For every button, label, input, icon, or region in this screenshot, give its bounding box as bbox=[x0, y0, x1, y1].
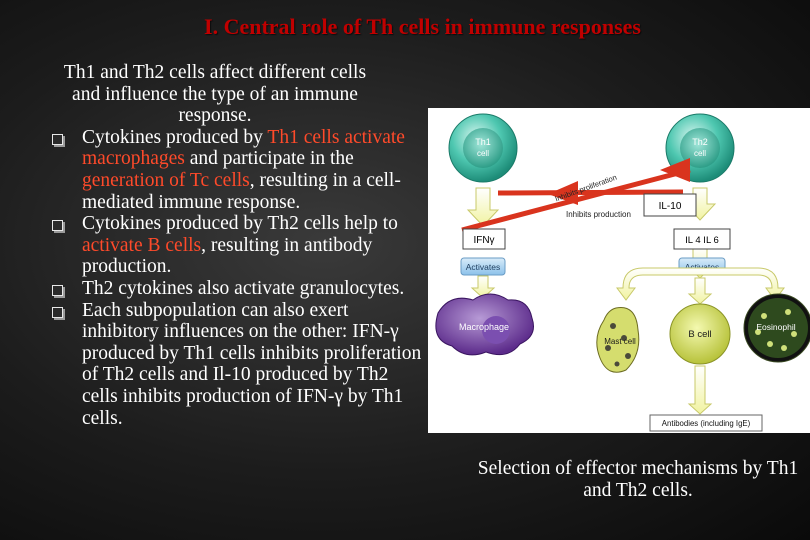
ifng-label: IFNγ bbox=[473, 235, 494, 246]
bullet-text: , resulting in antibody production. bbox=[82, 234, 373, 278]
antibodies-arrow bbox=[687, 365, 713, 415]
mast-cell-label: Mast cell bbox=[604, 337, 636, 346]
bullet-item: Cytokines produced by Th1 cells activate… bbox=[50, 127, 422, 213]
highlight-text: generation of Tc cells bbox=[82, 169, 250, 191]
bullet-item: Each subpopulation can also exert inhibi… bbox=[50, 300, 422, 430]
mast-cell-icon: Mast cell bbox=[596, 306, 640, 373]
activates-right-label: Activates bbox=[685, 262, 720, 272]
th1-label: Th1 bbox=[475, 137, 491, 147]
activates-left-label: Activates bbox=[466, 262, 501, 272]
inhibition-arrow-icon bbox=[461, 158, 691, 233]
antibodies-box bbox=[649, 414, 763, 432]
highlight-text: activate B cells bbox=[82, 234, 202, 256]
bullet-text: Cytokines produced by bbox=[82, 126, 268, 148]
diagram-figure: Th1 cell Th2 cell Inhibits proliferation… bbox=[428, 108, 810, 433]
bullet-item: Th2 cytokines also activate granulocytes… bbox=[50, 278, 422, 300]
ifng-box bbox=[462, 228, 506, 250]
il4-il6-label: IL 4 IL 6 bbox=[685, 235, 719, 246]
bullet-square-icon bbox=[52, 220, 63, 232]
th2-sublabel: cell bbox=[694, 149, 706, 158]
figure-caption: Selection of effector mechanisms by Th1 … bbox=[477, 458, 799, 501]
th1-down-arrow bbox=[466, 187, 500, 227]
bullet-square-icon bbox=[52, 306, 63, 318]
macrophage-icon: Macrophage bbox=[435, 293, 534, 356]
th2-label: Th2 bbox=[692, 137, 708, 147]
il10-label: IL-10 bbox=[659, 201, 682, 212]
bullet-text: Cytokines produced by Th2 cells help to bbox=[82, 213, 398, 235]
th1-sublabel: cell bbox=[477, 149, 489, 158]
eosinophil-icon: Eosinophil bbox=[743, 293, 810, 363]
th1-cell-icon: Th1 cell bbox=[448, 113, 518, 183]
b-cell-icon: B cell bbox=[669, 303, 731, 365]
bullet-text: , resulting in a cell-mediated immune re… bbox=[82, 169, 401, 213]
il10-box bbox=[643, 193, 697, 217]
inhibits-production-label: Inhibits production bbox=[566, 210, 631, 219]
text-column: Th1 and Th2 cells affect different cells… bbox=[50, 62, 422, 429]
bullet-item: Cytokines produced by Th2 cells help to … bbox=[50, 213, 422, 278]
b-cell-arrow bbox=[687, 277, 713, 305]
b-cell-label: B cell bbox=[688, 329, 711, 340]
highlight-text: Th1 cells activate macrophages bbox=[82, 126, 405, 170]
bullet-square-icon bbox=[52, 284, 63, 296]
il4-il6-box bbox=[673, 228, 731, 250]
slide-title: I. Central role of Th cells in immune re… bbox=[204, 14, 641, 39]
antibodies-label: Antibodies (including IgE) bbox=[662, 419, 751, 428]
bullet-text: Each subpopulation can also exert inhibi… bbox=[82, 299, 422, 429]
macrophage-arrow bbox=[470, 275, 496, 299]
th-cell-diagram: Th1 cell Th2 cell Inhibits proliferation… bbox=[435, 113, 810, 432]
bullet-text: and participate in the bbox=[184, 148, 354, 170]
bullet-square-icon bbox=[52, 133, 63, 145]
intro-text: Th1 and Th2 cells affect different cells… bbox=[63, 62, 367, 127]
eosinophil-label: Eosinophil bbox=[756, 322, 795, 332]
bullet-text: Th2 cytokines also activate granulocytes… bbox=[82, 277, 405, 299]
branch-arrow bbox=[616, 267, 785, 301]
activates-box-left bbox=[460, 257, 506, 276]
macrophage-label: Macrophage bbox=[459, 322, 509, 332]
bullet-list: Cytokines produced by Th1 cells activate… bbox=[50, 127, 422, 429]
